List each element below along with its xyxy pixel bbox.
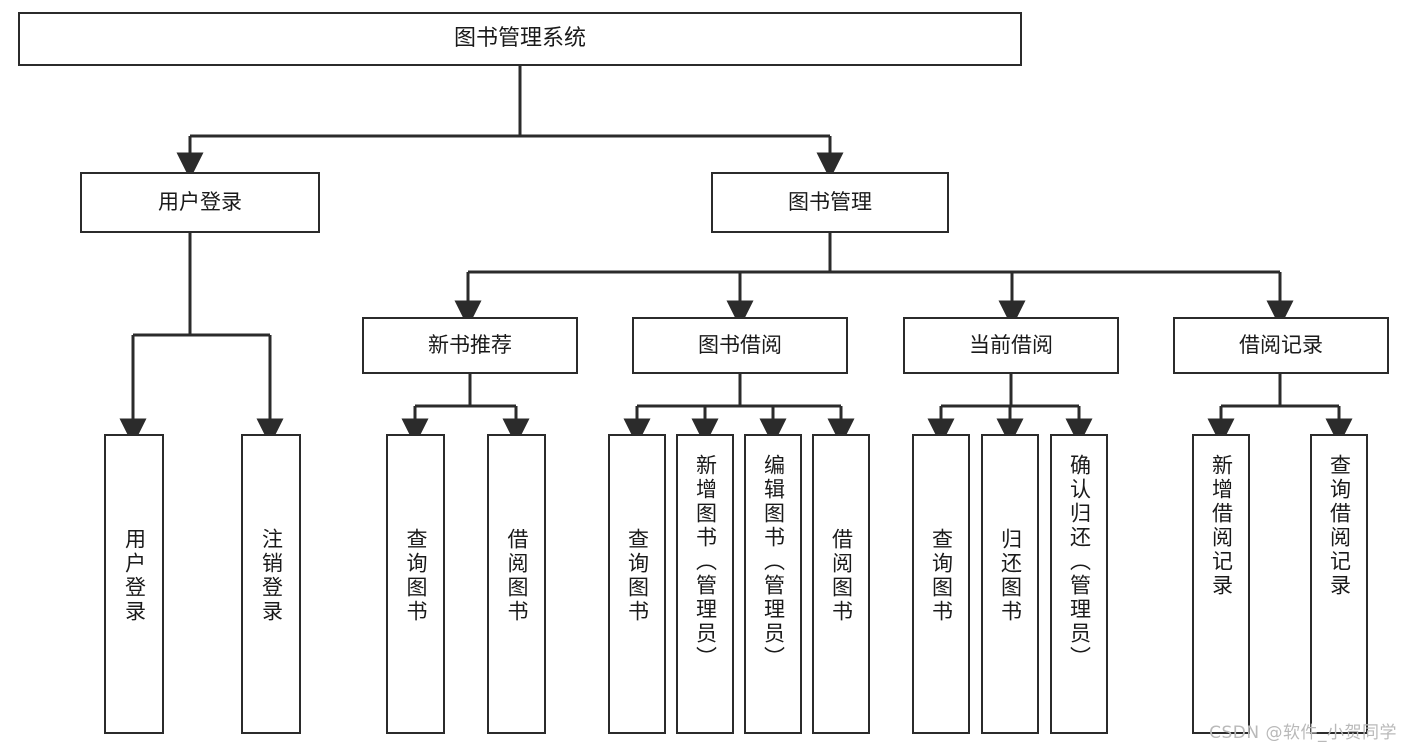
node-leaf-return-book[interactable]: 归还图书	[981, 434, 1039, 734]
node-root-system-label: 图书管理系统	[453, 26, 586, 52]
node-leaf-query-book-3-label: 查询图书	[929, 528, 954, 624]
node-leaf-query-book-2[interactable]: 查询图书	[608, 434, 666, 734]
node-leaf-borrow-book-1-label: 借阅图书	[505, 528, 529, 624]
node-leaf-add-book-label: 新增图书（管理员）	[693, 454, 718, 670]
node-borrow-record[interactable]: 借阅记录	[1173, 317, 1389, 374]
node-root-system[interactable]: 图书管理系统	[18, 12, 1022, 66]
node-user-login-label: 用户登录	[158, 190, 242, 215]
node-leaf-add-book[interactable]: 新增图书（管理员）	[676, 434, 734, 734]
node-new-book-recommend-label: 新书推荐	[428, 333, 512, 358]
node-leaf-user-login-label: 用户登录	[122, 528, 147, 624]
node-leaf-confirm-return-label: 确认归还（管理员）	[1067, 454, 1092, 670]
node-leaf-return-book-label: 归还图书	[998, 528, 1023, 624]
node-book-manage[interactable]: 图书管理	[711, 172, 949, 233]
node-leaf-borrow-book-2-label: 借阅图书	[829, 528, 854, 624]
node-leaf-query-record[interactable]: 查询借阅记录	[1310, 434, 1368, 734]
node-leaf-add-record[interactable]: 新增借阅记录	[1192, 434, 1250, 734]
csdn-watermark: CSDN @软件_小贺同学	[1209, 723, 1397, 743]
node-current-borrow-label: 当前借阅	[969, 333, 1053, 358]
node-book-borrow[interactable]: 图书借阅	[632, 317, 848, 374]
node-leaf-confirm-return[interactable]: 确认归还（管理员）	[1050, 434, 1108, 734]
node-leaf-query-book-1[interactable]: 查询图书	[386, 434, 445, 734]
node-borrow-record-label: 借阅记录	[1239, 333, 1323, 358]
node-leaf-add-record-label: 新增借阅记录	[1209, 454, 1234, 598]
node-leaf-logout[interactable]: 注销登录	[241, 434, 301, 734]
node-leaf-query-book-1-label: 查询图书	[404, 528, 428, 624]
node-leaf-edit-book[interactable]: 编辑图书（管理员）	[744, 434, 802, 734]
node-current-borrow[interactable]: 当前借阅	[903, 317, 1119, 374]
node-leaf-query-book-3[interactable]: 查询图书	[912, 434, 970, 734]
node-leaf-edit-book-label: 编辑图书（管理员）	[761, 454, 786, 670]
node-book-manage-label: 图书管理	[788, 190, 872, 215]
node-book-borrow-label: 图书借阅	[698, 333, 782, 358]
node-leaf-borrow-book-1[interactable]: 借阅图书	[487, 434, 546, 734]
node-new-book-recommend[interactable]: 新书推荐	[362, 317, 578, 374]
node-leaf-logout-label: 注销登录	[259, 528, 284, 624]
node-leaf-query-record-label: 查询借阅记录	[1327, 454, 1352, 598]
node-leaf-query-book-2-label: 查询图书	[625, 528, 650, 624]
node-leaf-borrow-book-2[interactable]: 借阅图书	[812, 434, 870, 734]
node-leaf-user-login[interactable]: 用户登录	[104, 434, 164, 734]
node-user-login[interactable]: 用户登录	[80, 172, 320, 233]
